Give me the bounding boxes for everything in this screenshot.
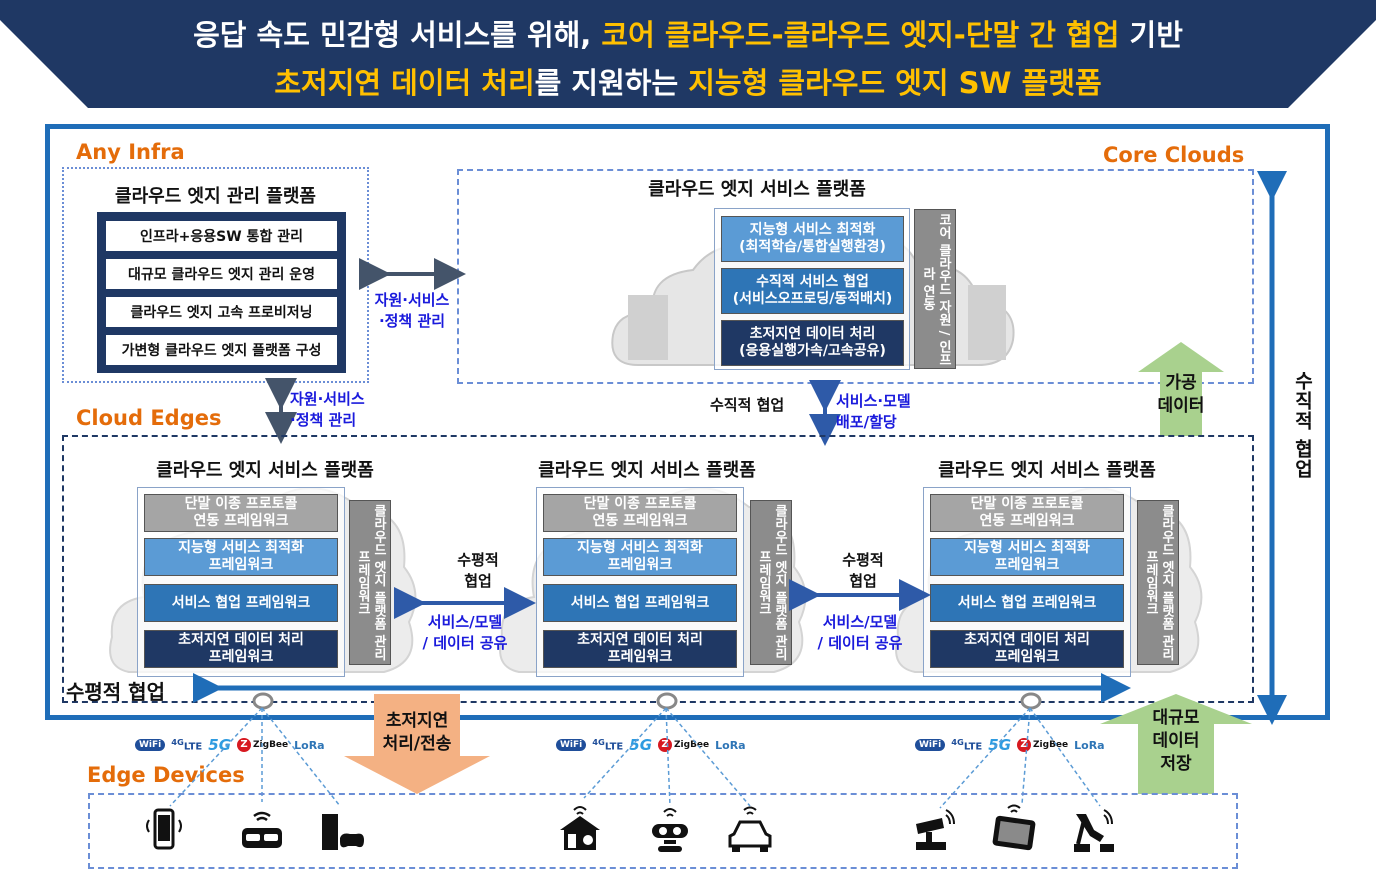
mgmt-core-arrow	[359, 258, 466, 290]
banner-line-1: 응답 속도 민감형 서비스를 위해, 코어 클라우드-클라우드 엣지-단말 간 …	[193, 18, 1183, 52]
lte-icon: 4GLTE	[171, 737, 203, 753]
platform-frame	[45, 124, 1330, 720]
management-panel: 인프라+응용SW 통합 관리 대규모 클라우드 엣지 관리 운영 클라우드 엣지…	[97, 212, 346, 373]
cctv-icon	[916, 809, 955, 850]
vr-headset-icon	[242, 811, 282, 848]
game-console-icon	[322, 814, 364, 850]
ultra-low-latency-arrow	[344, 694, 490, 794]
core-platform-title: 클라우드 엣지 서비스 플랫폼	[648, 179, 866, 200]
share-label-2: 서비스/모델/ 데이터 공유	[817, 613, 903, 652]
edge-devices-box	[88, 793, 1238, 869]
horizontal-axis-label: 수평적 협업	[66, 680, 165, 704]
edge2-management-bar: 클라우드 엣지 플랫폼 관리 프레임워크	[750, 500, 792, 665]
edge-platform-3-title: 클라우드 엣지 서비스 플랫폼	[938, 460, 1156, 481]
wifi-icon: WiFi	[135, 739, 166, 751]
lora-icon: LoRa	[715, 738, 746, 752]
smartphone-icon	[146, 808, 182, 850]
lte-icon: 4GLTE	[951, 737, 983, 753]
lora-icon: LoRa	[1074, 738, 1105, 752]
lora-icon: LoRa	[294, 738, 325, 752]
vertical-axis-arrow	[1257, 171, 1287, 725]
tablet-icon	[992, 804, 1036, 851]
processed-data-arrow	[1138, 342, 1224, 436]
mgmt-item-integrated: 인프라+응용SW 통합 관리	[105, 220, 338, 252]
mgmt-core-label: 자원·서비스·정책 관리	[374, 291, 450, 330]
mgmt-edge-label: 자원·서비스·정책 관리	[290, 390, 365, 429]
edge1-block-service-collab: 서비스 협업 프레임워크	[144, 584, 338, 622]
wifi-icon: WiFi	[915, 739, 946, 751]
mgmt-edge-arrow	[265, 378, 297, 444]
lte-icon: 4GLTE	[592, 737, 624, 753]
edge-platform-2-title: 클라우드 엣지 서비스 플랫폼	[538, 460, 756, 481]
edge-platform-1-title: 클라우드 엣지 서비스 플랫폼	[156, 460, 374, 481]
core-edge-arrow	[809, 380, 841, 446]
core-clouds-label: Core Clouds	[1103, 143, 1245, 167]
connected-car-icon	[728, 806, 772, 852]
vertical-collab-label: 수직적 협업	[710, 396, 785, 414]
mgmt-item-provisioning: 클라우드 엣지 고속 프로비저닝	[105, 296, 338, 328]
any-infra-label: Any Infra	[76, 140, 185, 164]
cloud-edges-label: Cloud Edges	[76, 406, 222, 430]
edge2-block-service-collab: 서비스 협업 프레임워크	[543, 584, 737, 622]
5g-icon: 5G	[988, 736, 1012, 754]
horiz-collab-arrow-2	[789, 579, 931, 611]
core-resource-bar: 코어 클라우드 자원 / 인프라 연동	[914, 209, 956, 369]
vertical-axis-label: 수직적 협업	[1291, 371, 1314, 479]
title-banner: 응답 속도 민감형 서비스를 위해, 코어 클라우드-클라우드 엣지-단말 간 …	[0, 0, 1376, 108]
horizontal-axis-arrow	[193, 673, 1131, 703]
robot-arm-icon	[1074, 809, 1114, 852]
robot-icon	[652, 808, 688, 852]
hub-node-3	[1020, 692, 1042, 710]
bulk-storage-arrow	[1100, 694, 1252, 794]
banner-line-2: 초저지연 데이터 처리를 지원하는 지능형 클라우드 엣지 SW 플랫폼	[274, 66, 1102, 100]
edge-devices-label: Edge Devices	[87, 763, 245, 787]
edge3-management-bar: 클라우드 엣지 플랫폼 관리 프레임워크	[1137, 500, 1179, 665]
hub-node-1	[252, 692, 274, 710]
share-label-1: 서비스/모델/ 데이터 공유	[422, 613, 508, 652]
core-block-low-latency: 초저지연 데이터 처리(응용실행가속/고속공유)	[721, 320, 904, 366]
5g-icon: 5G	[208, 736, 232, 754]
core-service-stack: 지능형 서비스 최적화(최적학습/통합실행환경) 수직적 서비스 협업(서비스오…	[714, 208, 910, 370]
mgmt-item-config: 가변형 클라우드 엣지 플랫폼 구성	[105, 334, 338, 366]
5g-icon: 5G	[629, 736, 653, 754]
banner-shape	[0, 0, 1376, 108]
edge1-management-bar: 클라우드 엣지 플랫폼 관리 프레임워크	[349, 500, 391, 665]
horiz-collab-arrow-1	[394, 587, 536, 619]
smart-home-icon	[560, 806, 600, 850]
management-platform-title: 클라우드 엣지 관리 플랫폼	[115, 186, 316, 207]
core-block-optimization: 지능형 서비스 최적화(최적학습/통합실행환경)	[721, 216, 904, 262]
hub-node-2	[656, 692, 678, 710]
core-block-vertical-collab: 수직적 서비스 협업(서비스오프로딩/동적배치)	[721, 268, 904, 314]
wifi-icon: WiFi	[556, 739, 587, 751]
edge3-block-service-collab: 서비스 협업 프레임워크	[930, 584, 1124, 622]
mgmt-item-operation: 대규모 클라우드 엣지 관리 운영	[105, 258, 338, 290]
